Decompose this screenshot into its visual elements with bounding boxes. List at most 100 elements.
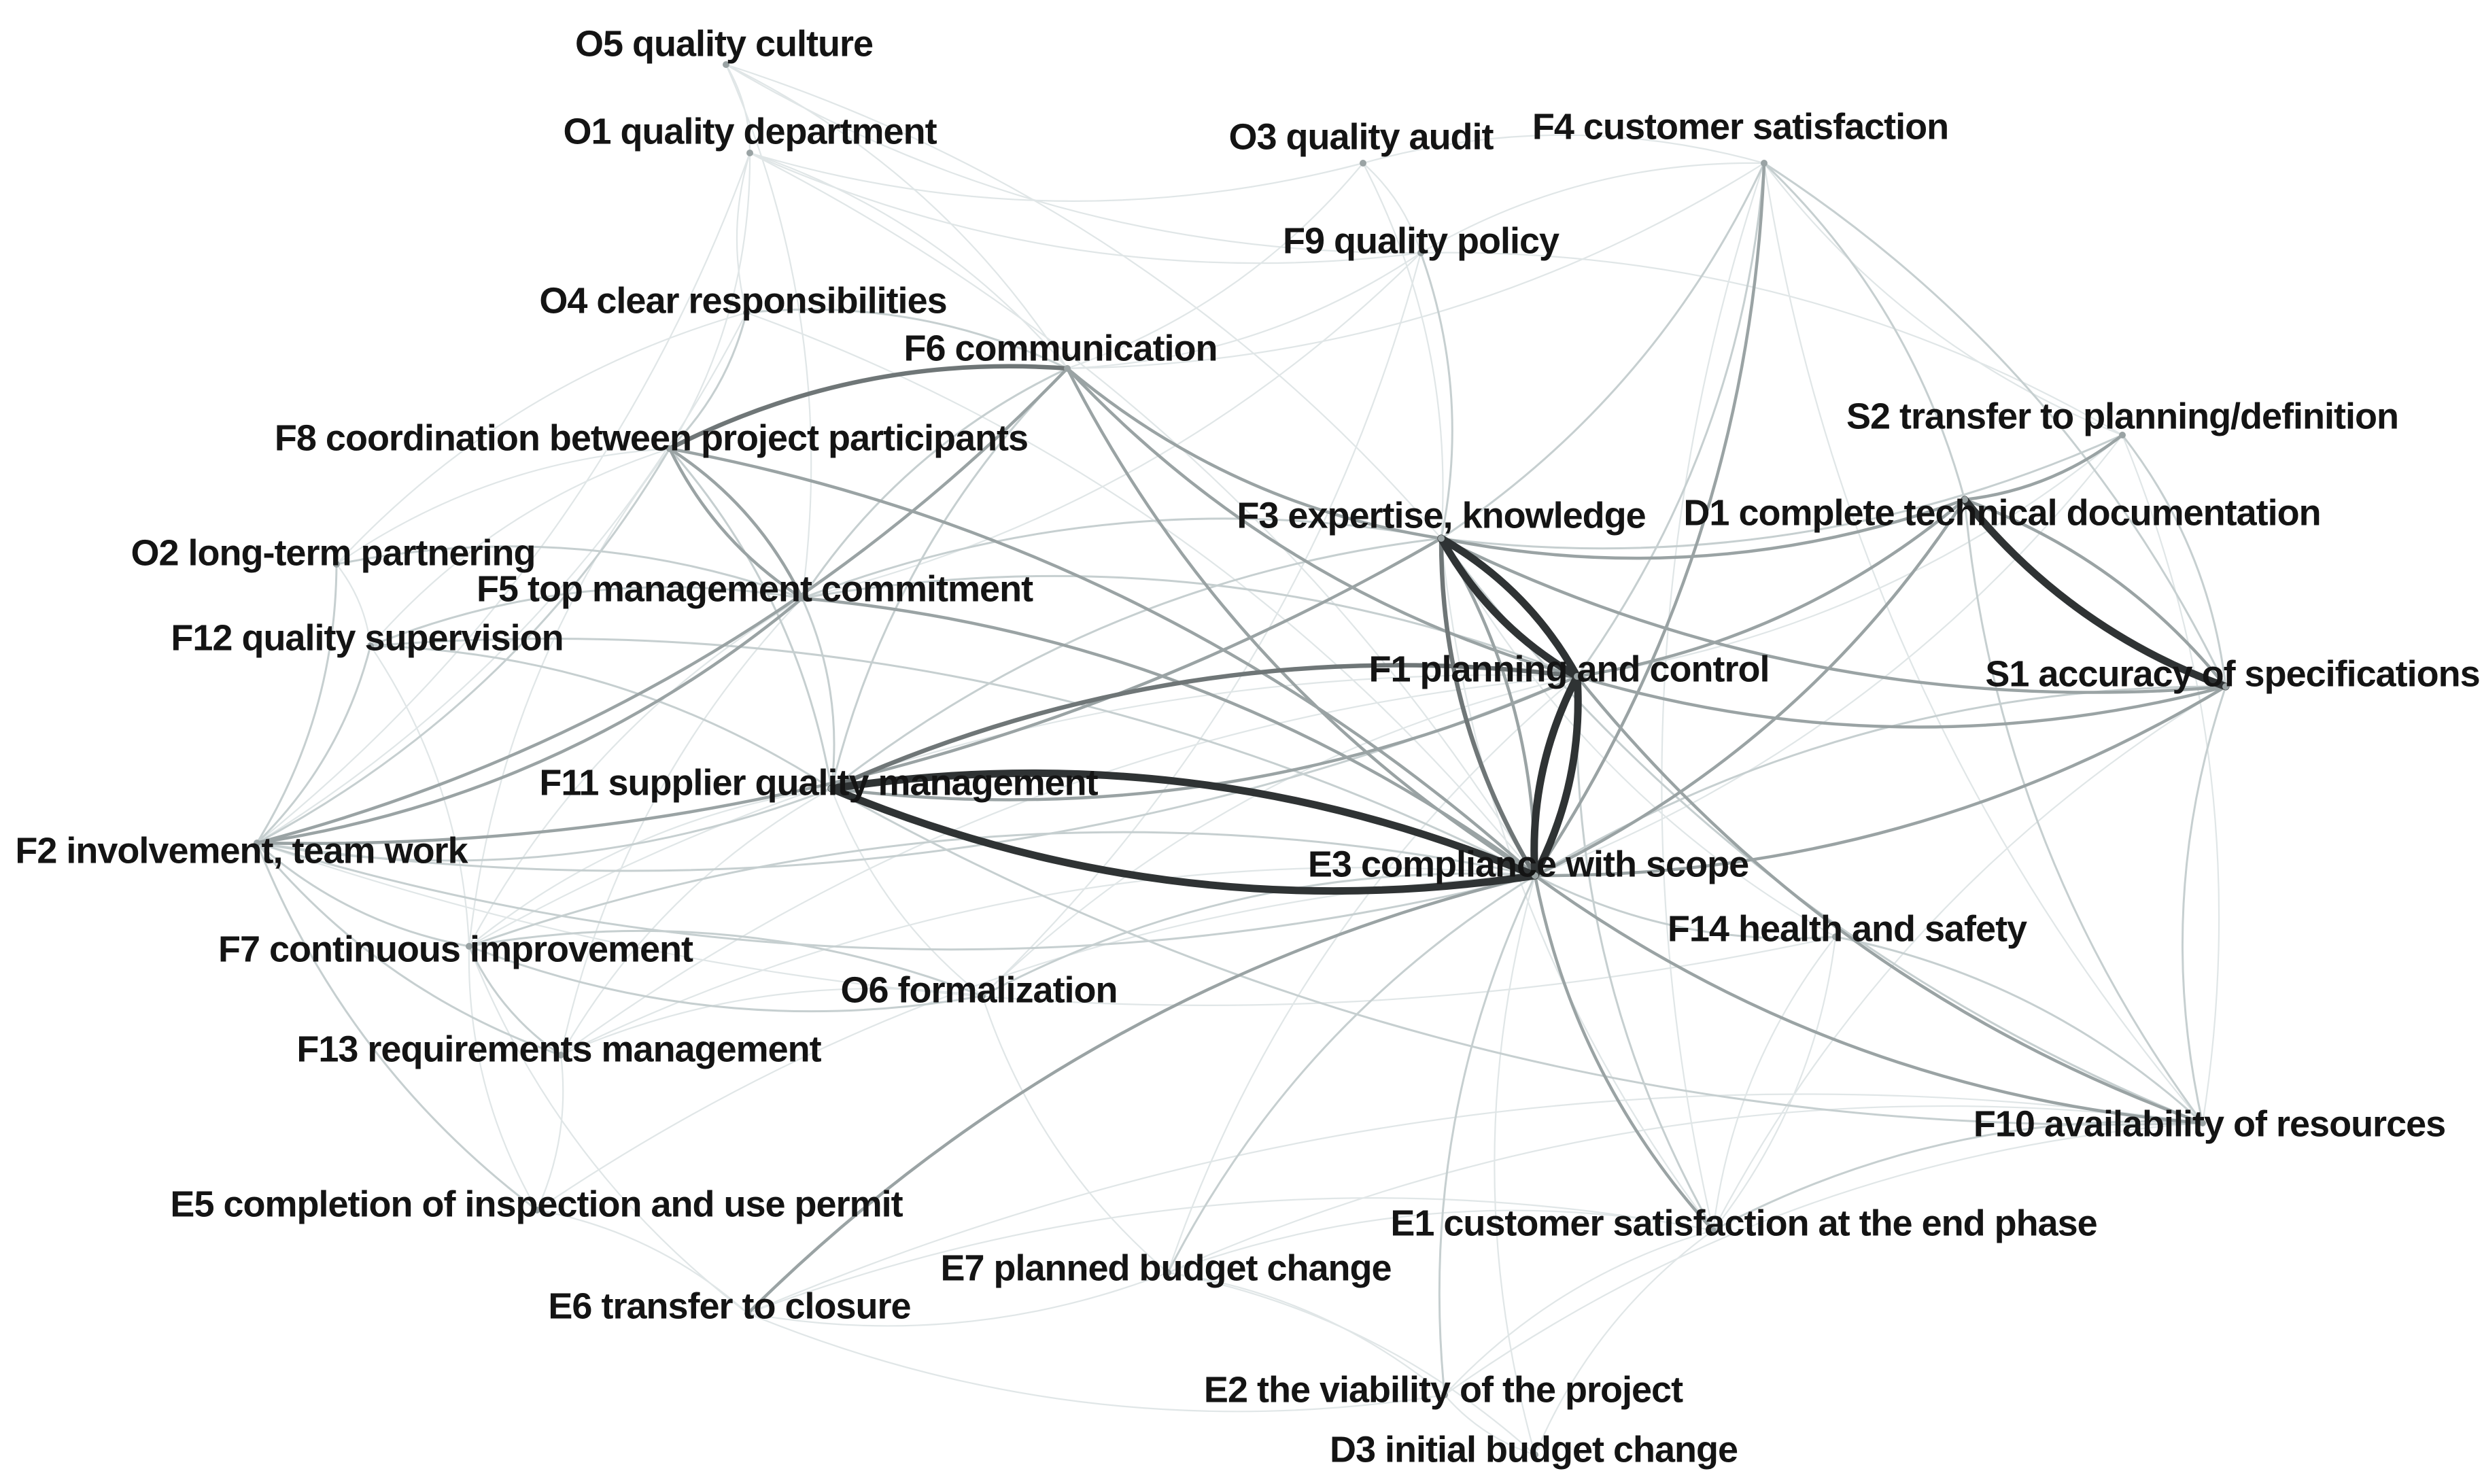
node-label-F13: F13 requirements management xyxy=(296,1029,821,1069)
edge-E1-E6 xyxy=(746,1197,1714,1315)
edge-F7-O6 xyxy=(468,945,984,1013)
edge-S2-F9 xyxy=(1419,252,2124,436)
edge-F1-F3 xyxy=(1437,534,1581,680)
node-dot-F10 xyxy=(2199,1120,2206,1126)
edge-S1-E1 xyxy=(1712,685,2227,1232)
edge-F2-O4 xyxy=(256,311,748,844)
edge-F5-F12 xyxy=(369,586,804,647)
edge-E3-S1 xyxy=(1533,685,2228,878)
node-dot-D3 xyxy=(1532,1451,1538,1458)
edge-S1-F4 xyxy=(1763,162,2227,688)
node-dot-F11 xyxy=(828,785,835,792)
edge-F6-F3 xyxy=(1065,366,1443,540)
edge-F7-E6 xyxy=(468,945,749,1315)
edge-D1-F10 xyxy=(1963,498,2204,1124)
edge-F10-E7 xyxy=(1167,1105,2204,1274)
edge-F1-F5 xyxy=(801,574,1579,678)
edge-F2-O1 xyxy=(256,152,751,844)
edge-F4-F9 xyxy=(1419,162,1765,254)
node-dot-F6 xyxy=(1064,365,1071,372)
node-label-O2: O2 long-term partnering xyxy=(131,532,535,573)
edge-F5-F9 xyxy=(801,252,1422,600)
edge-E3-F14 xyxy=(1534,874,1837,939)
node-label-F14: F14 health and safety xyxy=(1668,908,2027,949)
edge-S1-F10 xyxy=(2182,685,2227,1124)
edge-F3-F5 xyxy=(801,517,1443,600)
edge-F7-F12 xyxy=(369,644,470,948)
node-label-S1: S1 accuracy of specifications xyxy=(1985,653,2479,694)
edge-F3-O5 xyxy=(725,63,1443,540)
node-label-F12: F12 quality supervision xyxy=(171,617,563,658)
edge-F3-F14 xyxy=(1440,537,1837,938)
node-label-F1: F1 planning and control xyxy=(1369,649,1770,689)
edge-E3-O1 xyxy=(748,152,1536,877)
edge-E5-F13 xyxy=(536,1054,564,1211)
node-dot-F5 xyxy=(799,595,806,602)
edge-E3-O6 xyxy=(981,872,1536,997)
edge-E3-F1 xyxy=(1531,672,1582,880)
edge-F6-O5 xyxy=(725,63,1069,370)
node-label-O4: O4 clear responsibilities xyxy=(539,280,946,321)
edge-E3-D3 xyxy=(1494,874,1536,1456)
edge-F11-F10 xyxy=(830,787,2204,1126)
node-dot-E7 xyxy=(1165,1269,1171,1276)
node-dot-E6 xyxy=(744,1310,751,1317)
node-dot-F14 xyxy=(1832,933,1839,940)
node-label-E6: E6 transfer to closure xyxy=(548,1285,910,1326)
edge-E1-D3 xyxy=(1534,1229,1714,1456)
edge-O6-F13 xyxy=(559,988,984,1056)
node-label-O5: O5 quality culture xyxy=(575,23,873,64)
node-label-F8: F8 coordination between project particip… xyxy=(275,417,1028,458)
node-label-F4: F4 customer satisfaction xyxy=(1532,106,1948,147)
node-dot-O2 xyxy=(333,561,340,568)
node-label-F5: F5 top management commitment xyxy=(477,568,1033,609)
edge-F2-F5 xyxy=(255,596,804,845)
edge-F11-O6 xyxy=(830,787,984,997)
edge-F4-E1 xyxy=(1661,162,1765,1232)
edge-F6-O3 xyxy=(1066,162,1364,370)
node-label-F2: F2 involvement, team work xyxy=(15,830,468,871)
edge-F8-F7 xyxy=(468,447,671,948)
edge-F2-F13 xyxy=(256,842,562,1056)
edge-F8-F12 xyxy=(369,447,671,647)
edge-F2-F6 xyxy=(255,366,1069,845)
edge-F5-O2 xyxy=(335,545,804,600)
edge-E3-F5 xyxy=(800,596,1537,878)
edge-E3-F12 xyxy=(369,638,1536,877)
edge-F3-F9 xyxy=(1419,252,1453,540)
edge-F10-E6 xyxy=(746,1093,2204,1315)
node-dot-O4 xyxy=(743,309,750,316)
node-label-O6: O6 formalization xyxy=(840,969,1117,1010)
node-label-F7: F7 continuous improvement xyxy=(218,929,693,969)
edge-F9-O3 xyxy=(1362,162,1422,254)
edge-F3-F11 xyxy=(830,537,1443,790)
edge-E6-E5 xyxy=(536,1209,749,1315)
edge-D1-S1 xyxy=(1961,496,2230,691)
edge-E3-S2 xyxy=(1534,434,2124,877)
node-dot-F1 xyxy=(1574,673,1581,680)
edge-F5-F8 xyxy=(668,447,804,600)
edge-F2-O2 xyxy=(256,563,338,844)
edge-F3-O3 xyxy=(1362,162,1444,540)
edge-O5-F9 xyxy=(725,63,1422,254)
edge-S1-D1 xyxy=(1963,498,2228,689)
edge-E1-E7 xyxy=(1167,1209,1714,1274)
edge-F3-F1 xyxy=(1437,534,1581,680)
edge-F11-F7 xyxy=(468,787,833,948)
edge-F6-F9 xyxy=(1066,252,1422,370)
edge-F8-O1 xyxy=(668,152,751,450)
edge-F1-E7 xyxy=(1167,675,1579,1274)
edges-layer xyxy=(255,63,2230,1456)
edge-E3-O4 xyxy=(745,311,1536,877)
edge-F10-E2 xyxy=(1443,1122,2204,1396)
edge-F6-F5 xyxy=(801,367,1069,600)
edge-O6-F9 xyxy=(981,252,1422,997)
edge-F6-F1 xyxy=(1065,366,1579,678)
edge-F7-E5 xyxy=(468,945,538,1211)
node-label-E5: E5 completion of inspection and use perm… xyxy=(170,1184,903,1224)
node-label-F10: F10 availability of resources xyxy=(1973,1103,2445,1144)
edge-F3-D1 xyxy=(1439,498,1967,560)
node-dot-O5 xyxy=(723,61,729,68)
edge-F10-E1 xyxy=(1712,1120,2204,1232)
